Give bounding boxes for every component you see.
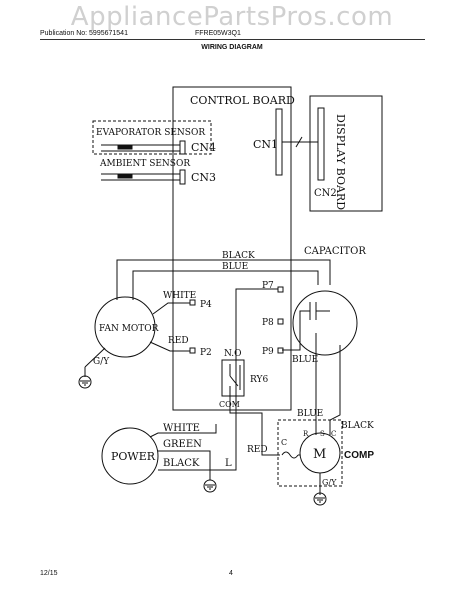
model-number: FFRE05W3Q1 <box>195 30 241 37</box>
evaporator-sensor-label: EVAPORATOR SENSOR <box>96 128 205 138</box>
p8-label: P8 <box>262 318 274 328</box>
p7-terminal <box>277 286 284 293</box>
capacitor-label: CAPACITOR <box>304 246 366 257</box>
footer-date: 12/15 <box>40 570 58 577</box>
fan-red-wire <box>149 341 190 352</box>
cn2-label: CN2 <box>314 188 337 199</box>
power-white-wire <box>149 424 217 438</box>
p7-wire <box>235 288 278 462</box>
white-wire-label-fan: WHITE <box>163 291 196 301</box>
blue-wire-label-capacitor: BLUE <box>292 355 318 365</box>
black-wire-label-top: BLACK <box>222 251 255 261</box>
fan-ground-symbol <box>78 375 92 389</box>
fan-ground-wire <box>84 347 106 368</box>
p7-label: P7 <box>262 281 274 291</box>
cn3-label: CN3 <box>191 171 216 184</box>
white-wire-label-power: WHITE <box>163 423 200 434</box>
header-rule <box>40 39 425 40</box>
power-ground-symbol <box>203 479 217 493</box>
p4-label: P4 <box>200 300 212 310</box>
display-board-label: DISPLAY BOARD <box>334 114 347 210</box>
black-wire-label-comp: BLACK <box>341 421 374 431</box>
black-wire-label-power: BLACK <box>163 458 200 469</box>
p8-terminal <box>277 318 284 325</box>
compressor-c-label: C <box>281 438 287 447</box>
display-board-box <box>309 95 383 212</box>
blue-wire-label-top: BLUE <box>222 262 248 272</box>
evaporator-sensor-dashed-box <box>92 120 212 155</box>
compressor-m-label: M <box>313 447 326 462</box>
power-black-wire <box>158 462 237 471</box>
green-wire-label-power: GREEN <box>163 439 202 450</box>
compressor-black-wire <box>329 345 341 435</box>
gy-label-comp: G/Y <box>322 478 337 487</box>
cn1-label: CN1 <box>253 138 278 151</box>
p4-terminal <box>189 299 196 306</box>
p9-terminal <box>277 347 284 354</box>
page-title: WIRING DIAGRAM <box>201 44 263 51</box>
no-label: N.O <box>224 349 242 359</box>
p2-terminal <box>189 347 196 354</box>
blue-wire-top <box>132 270 319 300</box>
compressor-ground-symbol <box>313 492 327 506</box>
com-label: COM <box>219 400 240 409</box>
l-terminal-label: L <box>225 458 232 469</box>
relay-ry6 <box>221 359 245 397</box>
compressor-s-label: S <box>320 430 325 438</box>
blue-wire-label-comp: BLUE <box>297 409 323 419</box>
cn2-connector <box>317 107 325 181</box>
ry6-label: RY6 <box>250 375 268 385</box>
compressor-c-top-label: C <box>331 430 336 438</box>
comp-label: COMP <box>344 450 374 461</box>
control-board-box <box>172 86 292 411</box>
p9-label: P9 <box>262 347 274 357</box>
page-number: 4 <box>229 570 233 577</box>
cn3-connector <box>179 169 186 185</box>
control-board-label: CONTROL BOARD <box>190 94 295 107</box>
fan-white-wire <box>152 302 190 315</box>
cn4-connector <box>179 140 186 155</box>
cn4-label: CN4 <box>191 141 216 154</box>
relay-red-wire <box>229 396 280 456</box>
black-wire-top <box>116 259 331 300</box>
capacitor-symbol <box>292 290 358 356</box>
fan-motor-symbol <box>94 296 156 358</box>
power-label: POWER <box>111 450 156 463</box>
fan-motor-label: FAN MOTOR <box>99 324 159 334</box>
p2-label: P2 <box>200 348 212 358</box>
gy-label-left: G/Y <box>93 357 110 367</box>
power-symbol <box>101 427 159 485</box>
publication-number: Publication No: 5995671541 <box>40 30 128 37</box>
red-wire-label-fan: RED <box>168 336 189 346</box>
ambient-sensor-label: AMBIENT SENSOR <box>99 159 190 169</box>
red-wire-label-comp: RED <box>247 445 268 455</box>
overload-protector <box>281 451 299 459</box>
compressor-dashed-box <box>277 419 343 487</box>
watermark: AppliancePartsPros.com <box>70 2 394 32</box>
compressor-r-label: R <box>303 430 309 438</box>
